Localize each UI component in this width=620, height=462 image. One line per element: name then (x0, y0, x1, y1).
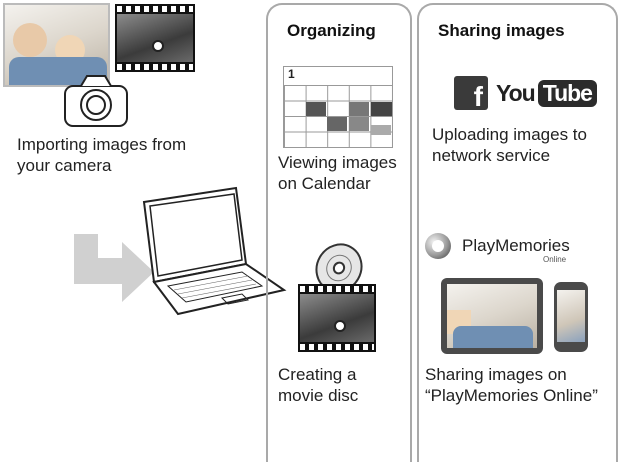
youtube-logo: You Tube (496, 76, 597, 110)
tablet-icon (441, 278, 543, 354)
import-arrow-icon (74, 234, 154, 302)
playmemories-sub: Online (543, 255, 567, 264)
facebook-icon: f (454, 76, 488, 112)
organizing-heading: Organizing (287, 21, 376, 40)
calendar-month: 1 (288, 67, 295, 81)
calendar-caption-line1: Viewing images (278, 153, 397, 172)
disc-caption-line1: Creating a (278, 365, 357, 384)
family-photo (3, 3, 110, 87)
laptop-icon (142, 186, 287, 316)
upload-caption-line1: Uploading images to (432, 125, 587, 144)
import-caption-line1: Importing images from (17, 135, 187, 154)
youtube-tube: Tube (537, 79, 597, 107)
phone-icon (554, 282, 588, 352)
sharing-heading: Sharing images (438, 21, 565, 40)
soccer-filmstrip-disc (298, 284, 376, 352)
camera-icon (64, 75, 128, 127)
pm-caption-line2: “PlayMemories Online” (425, 386, 598, 405)
pm-caption-line1: Sharing images on (425, 365, 567, 384)
calendar-thumbnail: 1 (283, 66, 393, 148)
upload-caption-line2: network service (432, 146, 551, 165)
youtube-you: You (496, 79, 536, 106)
soccer-filmstrip-top (115, 4, 195, 72)
organizing-panel (266, 3, 412, 462)
playmemories-name: PlayMemories (462, 236, 570, 255)
sharing-panel (417, 3, 618, 462)
facebook-glyph: f (473, 81, 483, 112)
disc-caption-line2: movie disc (278, 386, 359, 405)
calendar-caption-line2: on Calendar (278, 174, 371, 193)
import-caption-line2: your camera (17, 156, 112, 175)
playmemories-icon (425, 233, 451, 259)
